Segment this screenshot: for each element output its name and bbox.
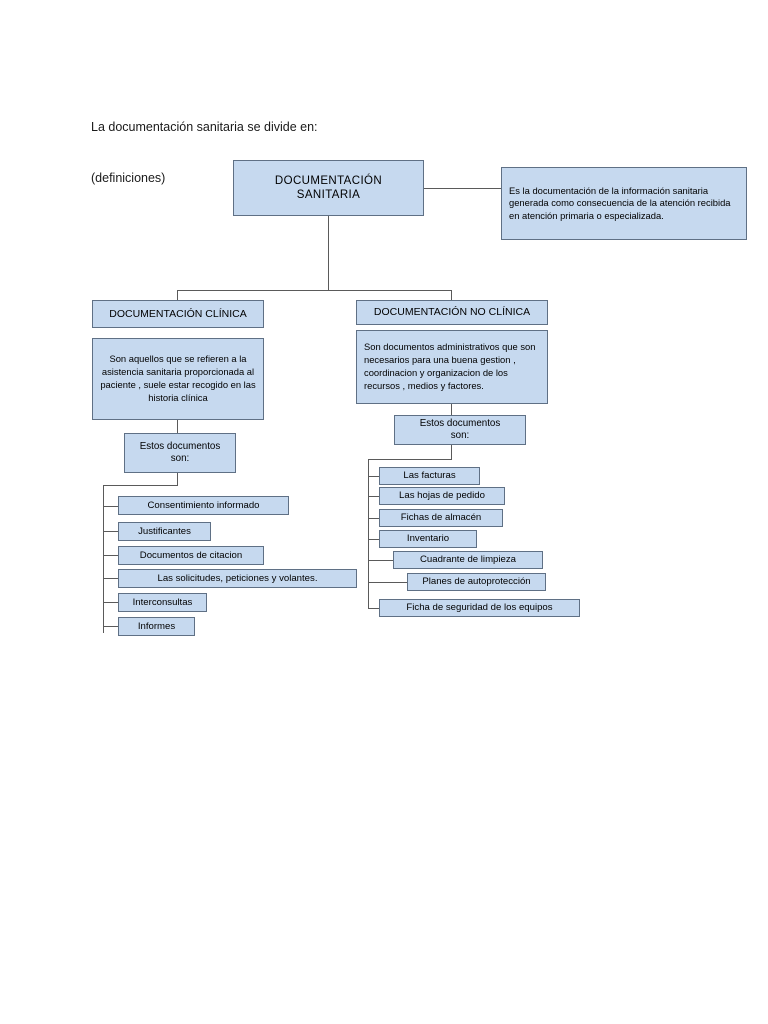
connector-no-clinica-stub-5 (368, 560, 394, 561)
node-clinica-list-intro[interactable]: Estos documentos son: (124, 433, 236, 473)
node-root-definition[interactable]: Es la documentación de la información sa… (501, 167, 747, 240)
connector-clinica-stub-6 (103, 626, 119, 627)
connector-no-clinica-stub-6 (368, 582, 408, 583)
connector-no-clinica-spine-top (368, 459, 452, 460)
clinica-item-6-label: Informes (137, 620, 176, 632)
clinica-item-5-label: Interconsultas (132, 596, 193, 608)
no-clinica-item-6-label: Planes de autoprotección (422, 576, 531, 588)
clinica-item-3-label: Documentos de citacion (139, 549, 243, 561)
clinica-item-1-label: Consentimiento informado (147, 499, 260, 511)
connector-clinica-stub-1 (103, 506, 119, 507)
heading-line-2: (definiciones) (91, 171, 166, 185)
connector-no-clinica-intro-stem (451, 445, 452, 459)
connector-no-clinica-stub-4 (368, 539, 380, 540)
node-documentacion-no-clinica-header[interactable]: DOCUMENTACIÓN NO CLÍNICA (356, 300, 548, 325)
connector-branch-split (177, 290, 452, 291)
connector-clinica-stub-3 (103, 555, 119, 556)
node-documentacion-clinica-definition[interactable]: Son aquellos que se refieren a la asiste… (92, 338, 264, 420)
connector-clinica-spine-top (103, 485, 178, 486)
branch-no-clinica-header-label: DOCUMENTACIÓN NO CLÍNICA (373, 306, 531, 319)
list-item[interactable]: Ficha de seguridad de los equipos (379, 599, 580, 617)
no-clinica-item-5-label: Cuadrante de limpieza (420, 554, 516, 566)
no-clinica-item-2-label: Las hojas de pedido (399, 490, 485, 502)
connector-clinica-intro-stem (177, 473, 178, 485)
connector-no-clinica-stub-3 (368, 518, 380, 519)
node-documentacion-sanitaria[interactable]: DOCUMENTACIÓN SANITARIA (233, 160, 424, 216)
branch-clinica-header-label: DOCUMENTACIÓN CLÍNICA (109, 307, 247, 320)
list-item[interactable]: Las solicitudes, peticiones y volantes. (118, 569, 357, 588)
node-documentacion-clinica-header[interactable]: DOCUMENTACIÓN CLÍNICA (92, 300, 264, 328)
list-item[interactable]: Documentos de citacion (118, 546, 264, 565)
connector-clinica-stub-4 (103, 578, 119, 579)
no-clinica-item-4-label: Inventario (406, 533, 450, 545)
connector-no-clinica-stub-7 (368, 608, 380, 609)
no-clinica-intro-line-2: son: (450, 430, 470, 441)
node-documentacion-no-clinica-definition[interactable]: Son documentos administrativos que son n… (356, 330, 548, 404)
root-definition-text: Es la documentación de la información sa… (509, 184, 731, 221)
list-item[interactable]: Interconsultas (118, 593, 207, 612)
branch-no-clinica-definition-text: Son documentos administrativos que son n… (364, 341, 536, 391)
connector-no-clinica-stub-1 (368, 476, 380, 477)
no-clinica-item-3-label: Fichas de almacén (400, 512, 482, 524)
connector-clinica-stub-5 (103, 602, 119, 603)
clinica-intro-line-1: Estos documentos (139, 441, 221, 453)
connector-to-clinica (177, 290, 178, 300)
connector-clinica-stub-2 (103, 531, 119, 532)
connector-root-to-definition (424, 188, 502, 189)
list-item[interactable]: Cuadrante de limpieza (393, 551, 543, 569)
connector-clinica-spine (103, 485, 104, 633)
connector-no-clinica-stub-2 (368, 496, 380, 497)
root-label-line-1: DOCUMENTACIÓN (274, 174, 383, 187)
branch-clinica-definition-text: Son aquellos que se refieren a la asiste… (100, 353, 256, 403)
connector-to-no-clinica (451, 290, 452, 300)
root-label-line-2: SANITARIA (296, 189, 361, 201)
list-item[interactable]: Las facturas (379, 467, 480, 485)
no-clinica-intro-line-1: Estos documentos (419, 418, 501, 430)
connector-clinica-to-intro (177, 420, 178, 433)
list-item[interactable]: Planes de autoprotección (407, 573, 546, 591)
clinica-intro-line-2: son: (170, 453, 190, 464)
no-clinica-item-7-label: Ficha de seguridad de los equipos (406, 602, 553, 614)
heading-line-1: La documentación sanitaria se divide en: (91, 120, 318, 134)
no-clinica-item-1-label: Las facturas (403, 470, 456, 482)
list-item[interactable]: Informes (118, 617, 195, 636)
node-no-clinica-list-intro[interactable]: Estos documentos son: (394, 415, 526, 445)
list-item[interactable]: Consentimiento informado (118, 496, 289, 515)
page-heading: La documentación sanitaria se divide en:… (91, 85, 318, 221)
list-item[interactable]: Fichas de almacén (379, 509, 503, 527)
clinica-item-2-label: Justificantes (138, 525, 191, 537)
list-item[interactable]: Inventario (379, 530, 477, 548)
list-item[interactable]: Justificantes (118, 522, 211, 541)
connector-no-clinica-spine (368, 459, 369, 609)
connector-no-clinica-to-intro (451, 404, 452, 415)
clinica-item-4-label: Las solicitudes, peticiones y volantes. (157, 572, 318, 584)
list-item[interactable]: Las hojas de pedido (379, 487, 505, 505)
connector-root-stem (328, 216, 329, 290)
